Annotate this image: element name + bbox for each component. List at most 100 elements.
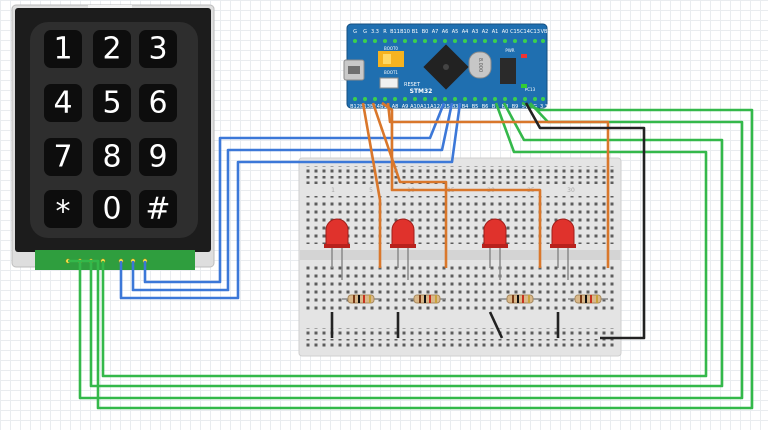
top-power-rail: [306, 166, 614, 174]
bottom-power-rail: [306, 328, 614, 336]
boot1-label: BOOT1: [384, 70, 398, 75]
bottom-pin-label: B12: [350, 104, 360, 110]
key-label: 5: [102, 86, 121, 121]
keypad-face: [30, 22, 198, 238]
usb-socket: [348, 66, 360, 74]
key-hash[interactable]: [139, 190, 177, 228]
top-pin-label: A0: [502, 29, 509, 35]
bottom-pin-label: A11: [420, 104, 430, 110]
bottom-pin-label: A15: [440, 104, 450, 110]
resistor-1: [342, 294, 380, 304]
boot0-jumper[interactable]: [383, 54, 391, 64]
top-pin-label: C14: [520, 29, 530, 35]
black-wires: [330, 102, 646, 340]
top-pin-label: B1: [412, 29, 419, 35]
column-mark: 30: [567, 187, 575, 194]
pc13-led: [521, 84, 527, 88]
bottom-pin-label: A8: [392, 104, 399, 110]
bottom-pin-label: B9: [512, 104, 519, 110]
green-wires: [68, 101, 754, 410]
top-pin-label: A1: [492, 29, 499, 35]
key-label: 0: [102, 192, 121, 227]
top-pin-label: R: [383, 29, 387, 35]
top-pin-label: A5: [452, 29, 459, 35]
top-pin-label: G: [353, 29, 357, 35]
reset-label: RESET: [404, 82, 421, 88]
key-star[interactable]: [44, 190, 82, 228]
top-pin-label: A3: [472, 29, 479, 35]
key-5[interactable]: [93, 84, 131, 122]
led-4: [550, 218, 576, 280]
crystal-label: 8.000: [477, 58, 483, 72]
top-pin-label: A4: [462, 29, 469, 35]
key-8[interactable]: [93, 138, 131, 176]
key-label: 9: [148, 140, 167, 175]
bottom-pin-label: B15: [380, 104, 390, 110]
pwr-led: [521, 54, 527, 58]
bottom-pin-header: [353, 97, 545, 101]
led-1: [324, 218, 350, 280]
key-label: 7: [53, 140, 72, 175]
bottom-pin-label: A10: [410, 104, 420, 110]
bottom-pin-label: 5V: [522, 104, 529, 110]
key-3[interactable]: [139, 30, 177, 68]
column-mark: 5: [369, 187, 373, 194]
stm32-board: G G 3.3 R B11 B10 B1 B0 A7 A6 A5 A4 A3 A…: [343, 23, 548, 110]
top-pin-label: B10: [400, 29, 410, 35]
top-pin-header: [353, 39, 545, 43]
orange-wires: [361, 101, 610, 268]
resistor-2: [408, 294, 446, 304]
bottom-pin-label: B3: [452, 104, 459, 110]
breadboard: 1 5 10 15 20 25 30: [298, 157, 622, 357]
bottom-pin-label: B6: [482, 104, 489, 110]
top-pin-label: C13: [530, 29, 540, 35]
key-label: 3: [148, 32, 167, 67]
blue-wires: [119, 102, 462, 300]
column-mark: 1: [331, 187, 335, 194]
key-0[interactable]: [93, 190, 131, 228]
keypad-connector-pcb: [35, 250, 195, 270]
top-pin-label: G: [363, 29, 367, 35]
reset-button[interactable]: [379, 77, 399, 89]
key-label: 8: [102, 140, 121, 175]
pwr-label: PWR: [505, 48, 514, 53]
key-4[interactable]: [44, 84, 82, 122]
top-pin-label: C15: [510, 29, 520, 35]
voltage-regulator: [500, 58, 516, 84]
top-pin-label: B0: [422, 29, 429, 35]
key-label: 4: [53, 86, 72, 121]
led-2: [390, 218, 416, 280]
top-pin-label: B11: [390, 29, 400, 35]
top-pin-label: A7: [432, 29, 439, 35]
chip-label: STM32: [410, 88, 433, 95]
crystal: [468, 51, 492, 79]
top-ground-rail: [306, 176, 614, 184]
top-pin-label: VB: [541, 29, 548, 35]
led-3: [482, 218, 508, 280]
bottom-pin-label: B4: [462, 104, 469, 110]
bottom-pin-label: B7: [492, 104, 499, 110]
key-1[interactable]: [44, 30, 82, 68]
key-7[interactable]: [44, 138, 82, 176]
key-2[interactable]: [93, 30, 131, 68]
resistor-3: [500, 294, 540, 304]
key-6[interactable]: [139, 84, 177, 122]
terminal-block-bottom: [306, 266, 614, 314]
bottom-pin-label: A12: [430, 104, 440, 110]
pc13-label: PC13: [525, 87, 536, 92]
bottom-pin-label: 3.3: [540, 104, 548, 110]
key-label: 1: [53, 32, 72, 67]
keypad-module: 1 2 3 4 5 6 7 8 9 * 0 #: [11, 4, 215, 270]
top-pin-label: A6: [442, 29, 449, 35]
top-pin-label: 3.3: [371, 29, 379, 35]
key-label: 2: [102, 32, 121, 67]
bottom-pin-label: A9: [402, 104, 409, 110]
center-channel: [300, 250, 620, 260]
key-label: *: [56, 195, 71, 230]
key-label: 6: [148, 86, 167, 121]
resistor-4: [568, 294, 608, 304]
bottom-pin-label: B5: [472, 104, 479, 110]
top-pin-label: A2: [482, 29, 489, 35]
key-9[interactable]: [139, 138, 177, 176]
